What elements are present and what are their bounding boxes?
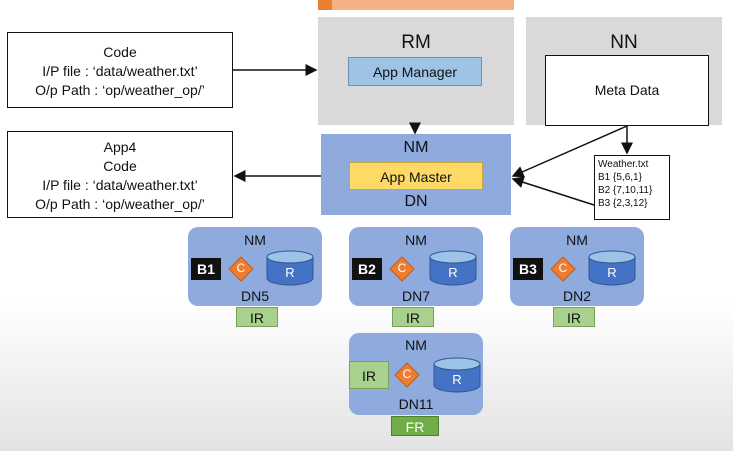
meta-data-box: Meta Data (545, 55, 709, 126)
diamond-icon (394, 362, 420, 388)
dn2-combiner-label: C (558, 261, 568, 275)
dn11-ir-input: IR (349, 361, 389, 389)
dn11-reducer-label: R (452, 372, 462, 387)
arrow-icon (511, 176, 595, 206)
dn11-label: DN11 (398, 396, 434, 412)
dn7-reducer-store: R (429, 250, 477, 286)
block-b1: B1 (191, 258, 221, 280)
weather-block-b1: B1 {5,6,1} (598, 172, 642, 183)
weather-block-b2: B2 {7,10,11} (598, 185, 653, 196)
dn5-combiner-label: C (236, 261, 246, 275)
arrow-icon (511, 125, 628, 178)
cylinder-icon (266, 250, 314, 286)
top-strip-marker (318, 0, 332, 10)
app4-box: App4 Code I/P file : ‘data/weather.txt’ … (7, 131, 233, 218)
dn11-combiner: C (394, 362, 420, 388)
dn7-label: DN7 (401, 288, 430, 304)
data-node-dn7: NM B2 C R DN7 (349, 227, 483, 306)
dn2-reducer-store: R (588, 250, 636, 286)
app-master-nm-label: NM (403, 139, 429, 156)
dn11-combiner-label: C (402, 367, 412, 381)
dn11-fr-tag: FR (391, 416, 439, 436)
dn7-reducer-label: R (448, 265, 458, 280)
dn5-reducer-store: R (266, 250, 314, 286)
dn7-nm-label: NM (405, 232, 427, 248)
cylinder-icon (433, 357, 481, 393)
data-node-dn5: NM B1 C R DN5 (188, 227, 322, 306)
app4-input-file: I/P file : ‘data/weather.txt’ (42, 177, 198, 193)
app4-output-path: O/p Path : ‘op/weather_op/’ (35, 196, 205, 212)
diamond-icon (228, 256, 254, 282)
data-node-dn2: NM B3 C R DN2 (510, 227, 644, 306)
nn-title: NN (610, 32, 638, 53)
dn5-ir-tag: IR (236, 307, 278, 327)
dn2-reducer-label: R (607, 265, 617, 280)
dn5-nm-label: NM (244, 232, 266, 248)
dn2-nm-label: NM (566, 232, 588, 248)
rm-title: RM (401, 32, 431, 53)
weather-block-b3: B3 {2,3,12} (598, 198, 648, 209)
dn11-nm-label: NM (405, 337, 427, 353)
dn7-combiner: C (389, 256, 415, 282)
block-b2: B2 (352, 258, 382, 280)
app-manager: App Manager (348, 57, 482, 86)
app4-title: App4 (103, 139, 137, 155)
dn7-ir-tag: IR (392, 307, 434, 327)
app4-code-label: Code (103, 158, 137, 174)
dn2-ir-tag: IR (553, 307, 595, 327)
dn7-combiner-label: C (397, 261, 407, 275)
code-input-file: I/P file : ‘data/weather.txt’ (42, 63, 198, 79)
top-strip (318, 0, 514, 10)
cylinder-icon (429, 250, 477, 286)
weather-title: Weather.txt (598, 159, 649, 170)
code-box: Code I/P file : ‘data/weather.txt’ O/p P… (7, 32, 233, 108)
dn5-label: DN5 (240, 288, 269, 304)
reducer-node-dn11: NM IR C R DN11 (349, 333, 483, 415)
dn2-combiner: C (550, 256, 576, 282)
code-output-path: O/p Path : ‘op/weather_op/’ (35, 82, 205, 98)
nn-box: NN Meta Data (526, 17, 722, 126)
dn5-reducer-label: R (285, 265, 295, 280)
dn2-label: DN2 (562, 288, 591, 304)
diamond-icon (389, 256, 415, 282)
cylinder-icon (588, 250, 636, 286)
dn5-combiner: C (228, 256, 254, 282)
diamond-icon (550, 256, 576, 282)
code-title: Code (103, 44, 137, 60)
block-b3: B3 (513, 258, 543, 280)
app-master: App Master (349, 162, 483, 190)
app-master-dn-label: DN (404, 193, 428, 210)
dn11-reducer-store: R (433, 357, 481, 393)
rm-box: RM App Manager (318, 17, 514, 125)
app-master-node: NM App Master DN (321, 134, 511, 215)
weather-file-box: Weather.txt B1 {5,6,1} B2 {7,10,11} B3 {… (594, 155, 670, 220)
